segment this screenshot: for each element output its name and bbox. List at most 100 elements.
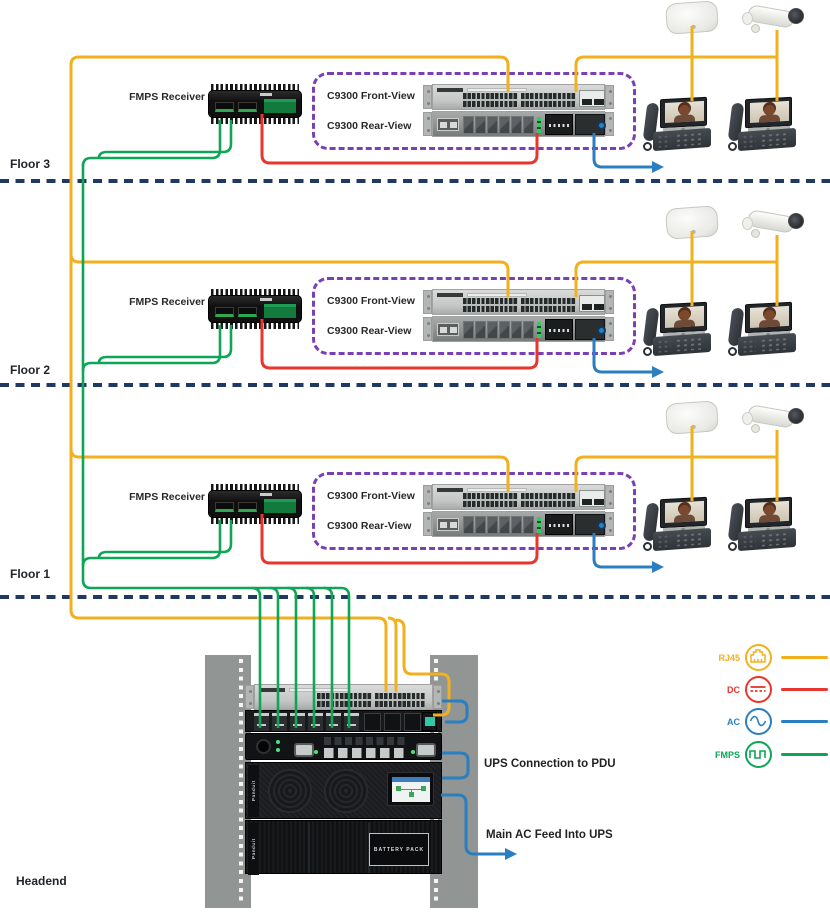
ip-camera — [742, 2, 804, 36]
fan-module — [463, 116, 474, 134]
rj45-icon — [745, 644, 772, 671]
camera-lens — [788, 213, 804, 229]
fan-module — [511, 321, 522, 339]
ac-icon — [745, 708, 772, 735]
fmps-icon — [745, 741, 772, 768]
rack-ear — [605, 485, 614, 509]
ethernet-ports — [463, 493, 518, 507]
rack-ear — [423, 485, 432, 509]
ip-phone — [727, 96, 796, 152]
ip-phone — [727, 301, 796, 357]
power-supply-1 — [545, 319, 573, 340]
battery-brand: Panduit — [248, 823, 259, 875]
ac-arrowhead — [652, 561, 664, 573]
switch-body — [254, 684, 433, 710]
ethernet-ports — [463, 93, 518, 107]
dc-cable — [260, 319, 539, 370]
rj45-cable — [574, 455, 777, 492]
rack-holes-left — [239, 659, 243, 904]
status-leds — [537, 117, 541, 133]
c9300-front-switch — [423, 289, 614, 315]
c9300-rear-switch — [423, 111, 614, 137]
rack-ear — [605, 85, 614, 109]
ip-camera — [742, 207, 804, 241]
pdu-led — [314, 750, 318, 754]
fmps-module — [254, 713, 269, 731]
screen-diagram — [396, 786, 401, 791]
fan-module — [487, 321, 498, 339]
switch-logo — [437, 293, 463, 297]
pdu-led — [276, 740, 280, 744]
phone-cord — [728, 542, 737, 551]
status-leds — [537, 322, 541, 338]
panel-divider — [308, 823, 310, 873]
fan-module — [463, 321, 474, 339]
fmps-cable — [97, 520, 233, 559]
power-supply-2 — [575, 319, 606, 340]
camera-rear-cap — [742, 12, 753, 25]
dc-cable — [260, 114, 539, 165]
rack-ear — [423, 512, 432, 536]
ac-cable — [592, 133, 652, 169]
fan-module — [511, 516, 522, 534]
ac-arrowhead — [652, 366, 664, 378]
legend-row-fmps: FMPS — [688, 740, 830, 770]
legend-label: AC — [727, 717, 740, 727]
ip-camera — [742, 402, 804, 436]
pdu-led — [411, 750, 415, 754]
phone-cord — [643, 347, 652, 356]
ac-cable — [592, 533, 652, 569]
power-supply-2 — [575, 114, 606, 135]
fan-module — [511, 116, 522, 134]
rack-ear — [605, 290, 614, 314]
floor2-divider — [0, 383, 830, 387]
rack-ear — [423, 112, 432, 136]
ip-phone — [642, 96, 711, 152]
c19-outlet — [416, 743, 436, 757]
fan-module — [523, 321, 534, 339]
switch-body — [432, 111, 606, 137]
ethernet-ports — [521, 298, 576, 312]
dc-cable — [260, 514, 539, 565]
ac-arrowhead — [505, 848, 517, 860]
fan-module — [475, 516, 486, 534]
ip-phone — [727, 496, 796, 552]
outlet-row-top — [324, 737, 408, 745]
legend-line — [781, 688, 828, 691]
outlet-row-bottom — [324, 748, 408, 758]
switch-logo — [437, 488, 463, 492]
floor-cabling — [79, 26, 779, 173]
switch-label-strip — [467, 88, 527, 92]
legend-line — [781, 656, 828, 659]
legend-row-dc: DC — [688, 675, 830, 705]
rack-ear — [423, 290, 432, 314]
ac-arrowhead — [652, 161, 664, 173]
phone-cord — [728, 142, 737, 151]
camera-lens — [788, 8, 804, 24]
fmps-cable — [81, 325, 222, 372]
rj45-drop — [387, 616, 398, 692]
fan-module — [487, 516, 498, 534]
sfp-port — [582, 499, 592, 505]
phone-cord — [728, 347, 737, 356]
switch-label-strip — [467, 488, 527, 492]
rj45-cable — [574, 260, 777, 297]
phone-cord — [643, 542, 652, 551]
empty-slot — [384, 713, 401, 731]
camera-rear-cap — [742, 217, 753, 230]
legend-label: DC — [727, 685, 740, 695]
ac-feed-label: Main AC Feed Into UPS — [486, 829, 613, 841]
switch-body — [432, 316, 606, 342]
ac-cable — [592, 338, 652, 374]
floor-section: C9300 Front-View C9300 Rear-View FMPS Re… — [0, 400, 830, 605]
c19-outlet — [294, 743, 314, 757]
mgmt-ports — [437, 118, 459, 131]
floor-cabling — [79, 231, 779, 378]
power-supply-1 — [545, 514, 573, 535]
ups-screen — [392, 777, 430, 802]
ups-brand: Panduit — [248, 765, 259, 817]
sfp-port — [594, 499, 604, 505]
rack-ear — [423, 85, 432, 109]
fmps-cable — [97, 120, 233, 159]
